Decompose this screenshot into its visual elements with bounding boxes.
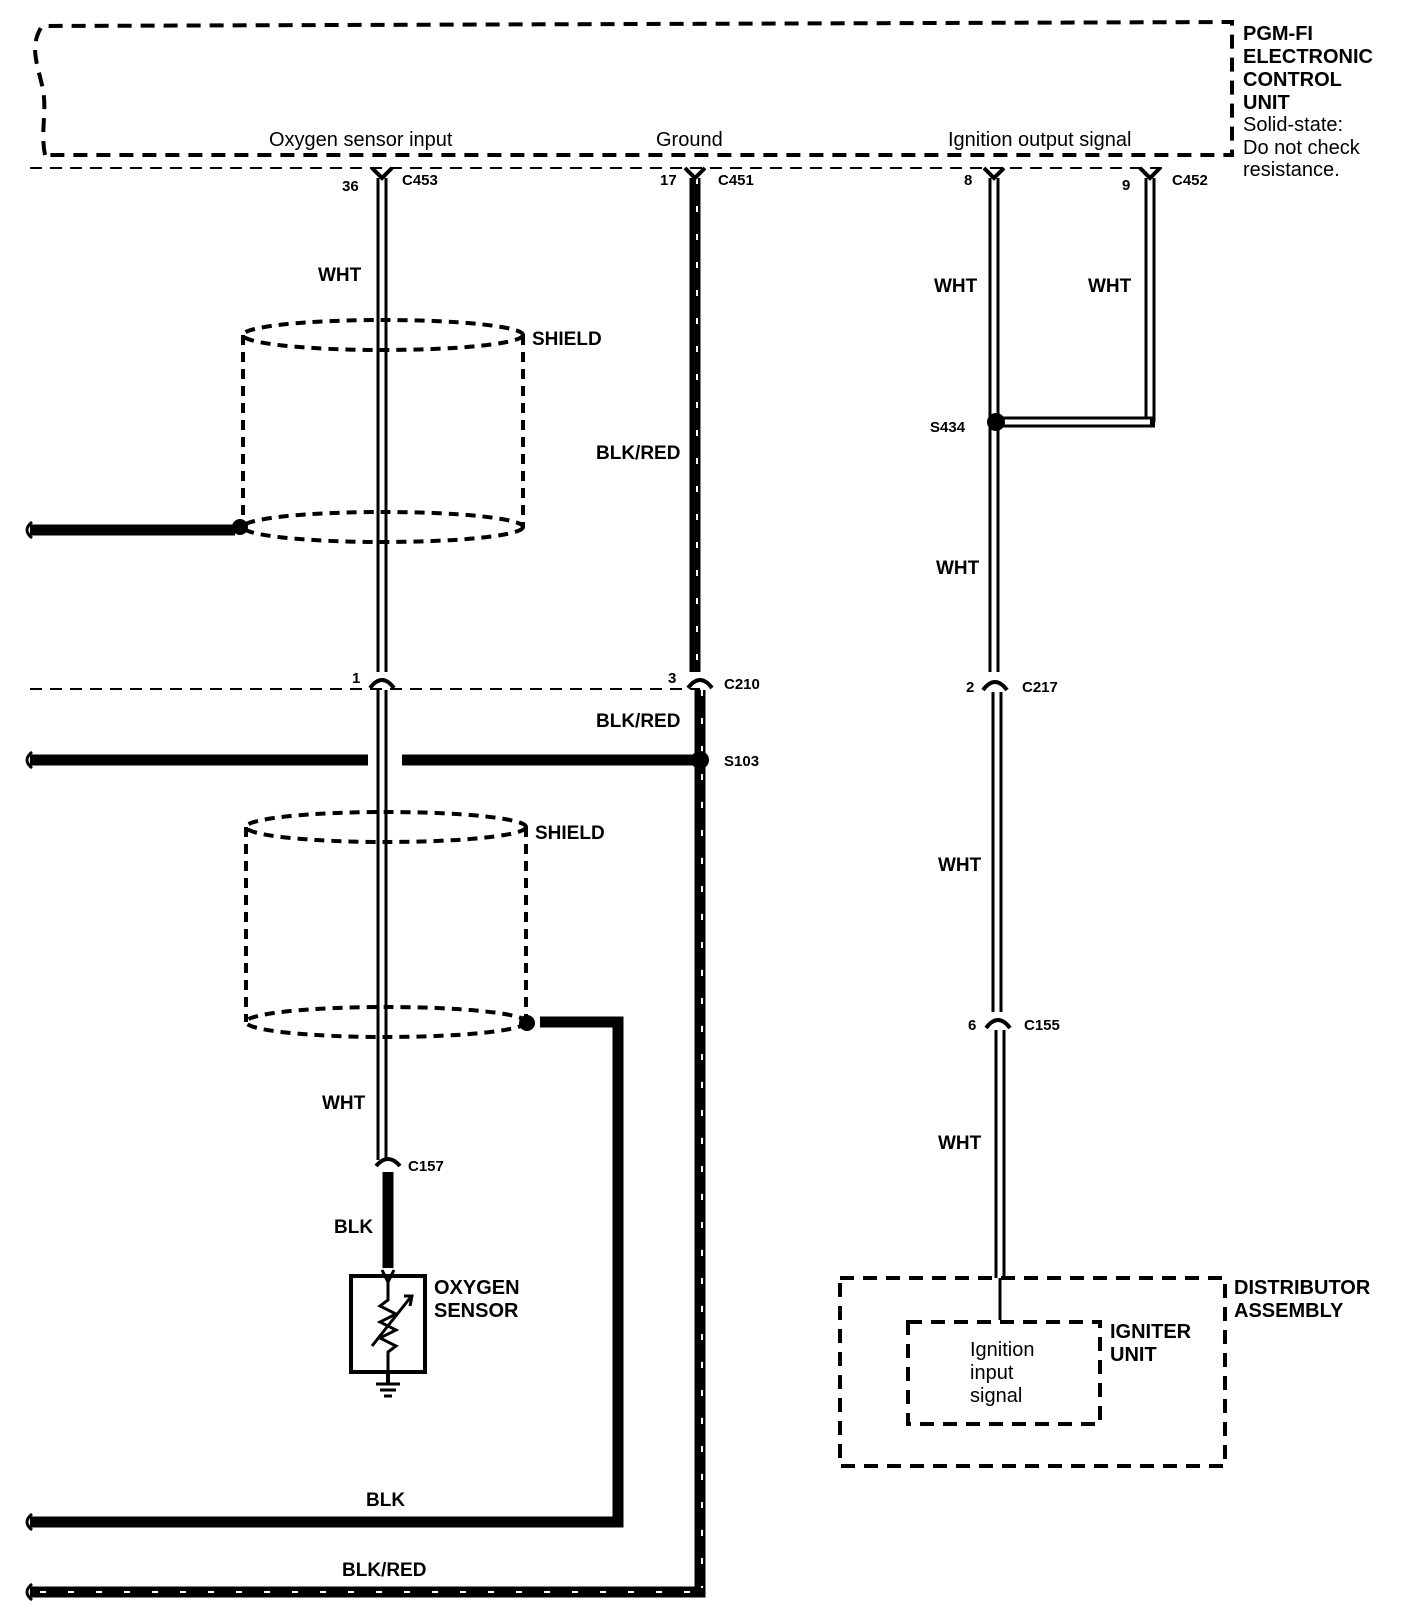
- shield-upper-splice: [232, 519, 248, 535]
- wire-label-blk: BLK: [334, 1217, 373, 1238]
- oxygen-sensor-icon: [349, 1269, 427, 1398]
- connector-c453-icon: [370, 166, 394, 181]
- ecu-box: [33, 19, 1234, 157]
- wire-label-wht-ign-1: WHT: [934, 276, 978, 297]
- connector-c157-icon: [374, 1157, 402, 1168]
- distributor-label-2: ASSEMBLY: [1234, 1300, 1344, 1322]
- svg-text:ELECTRONIC: ELECTRONIC: [1243, 46, 1373, 68]
- wire-ground-bottom: [30, 1586, 706, 1598]
- connector-c217-icon: [981, 680, 1009, 692]
- svg-text:Solid-state:: Solid-state:: [1243, 114, 1343, 136]
- connector-c452-pin9-icon: [1138, 166, 1162, 181]
- svg-text:UNIT: UNIT: [1243, 92, 1290, 114]
- wire-label-wht-ign-2: WHT: [1088, 276, 1132, 297]
- wire-label-blk-red-bottom: BLK/RED: [342, 1560, 426, 1581]
- connector-c210-icon: [368, 678, 396, 690]
- connector-c451-icon: [683, 166, 707, 181]
- shield-lower-splice: [519, 1015, 535, 1031]
- c453-name: C453: [402, 172, 438, 189]
- connector-c155-icon: [984, 1018, 1012, 1030]
- igniter-signal-1: Ignition: [970, 1339, 1035, 1361]
- c210-name: C210: [724, 676, 760, 693]
- splice-s434: [987, 413, 1005, 431]
- c155-pin: 6: [968, 1017, 976, 1034]
- shield-upper-label: SHIELD: [532, 329, 602, 350]
- wire-shield-lower-blk: [30, 1016, 624, 1528]
- wire-label-blk-red: BLK/RED: [596, 443, 680, 464]
- signal-oxygen-sensor-input: Oxygen sensor input: [269, 129, 453, 151]
- signal-ground: Ground: [656, 129, 723, 151]
- c217-name: C217: [1022, 679, 1058, 696]
- wire-label-blk-red-2: BLK/RED: [596, 711, 680, 732]
- wire-label-wht-lower: WHT: [322, 1093, 366, 1114]
- connector-c210-ground-icon: [686, 678, 714, 690]
- oxygen-sensor-label-1: OXYGEN: [434, 1277, 520, 1299]
- connector-c452-pin8-icon: [982, 166, 1006, 181]
- ecu-note: Solid-state: Do not check resistance.: [1243, 114, 1361, 181]
- s103-label: S103: [724, 753, 759, 770]
- distributor-assembly-box: [838, 1276, 1227, 1468]
- wire-label-wht-ign-4: WHT: [938, 855, 982, 876]
- wire-label-wht-ign-3: WHT: [936, 558, 980, 579]
- igniter-signal-3: signal: [970, 1385, 1022, 1407]
- igniter-label-1: IGNITER: [1110, 1321, 1192, 1343]
- c452-name: C452: [1172, 172, 1208, 189]
- s434-label: S434: [930, 419, 966, 436]
- c452-pin-9: 9: [1122, 177, 1130, 194]
- wire-label-wht: WHT: [318, 265, 362, 286]
- wire-label-wht-ign-5: WHT: [938, 1133, 982, 1154]
- svg-text:resistance.: resistance.: [1243, 159, 1340, 181]
- c452-pin-8: 8: [964, 172, 972, 189]
- distributor-label-1: DISTRIBUTOR: [1234, 1277, 1371, 1299]
- shield-lower-label: SHIELD: [535, 823, 605, 844]
- c453-pin: 36: [342, 178, 359, 195]
- c210-pin-3: 3: [668, 670, 676, 687]
- igniter-signal-2: input: [970, 1362, 1014, 1384]
- wire-label-blk-bottom: BLK: [366, 1490, 405, 1511]
- signal-ignition-output: Ignition output signal: [948, 129, 1131, 151]
- svg-text:CONTROL: CONTROL: [1243, 69, 1342, 91]
- igniter-unit-box: [906, 1320, 1102, 1426]
- igniter-label-2: UNIT: [1110, 1344, 1157, 1366]
- c217-pin: 2: [966, 679, 974, 696]
- c157-name: C157: [408, 1158, 444, 1175]
- c155-name: C155: [1024, 1017, 1060, 1034]
- c210-pin-1: 1: [352, 670, 360, 687]
- ecu-title: PGM-FI ELECTRONIC CONTROL UNIT: [1243, 23, 1373, 114]
- shield-upper: [241, 318, 525, 544]
- c451-name: C451: [718, 172, 754, 189]
- oxygen-sensor-label-2: SENSOR: [434, 1300, 519, 1322]
- wire-break-icon: [25, 520, 33, 540]
- c451-pin: 17: [660, 172, 677, 189]
- svg-text:Do not check: Do not check: [1243, 137, 1361, 159]
- splice-s103: [691, 751, 709, 769]
- svg-text:PGM-FI: PGM-FI: [1243, 23, 1313, 45]
